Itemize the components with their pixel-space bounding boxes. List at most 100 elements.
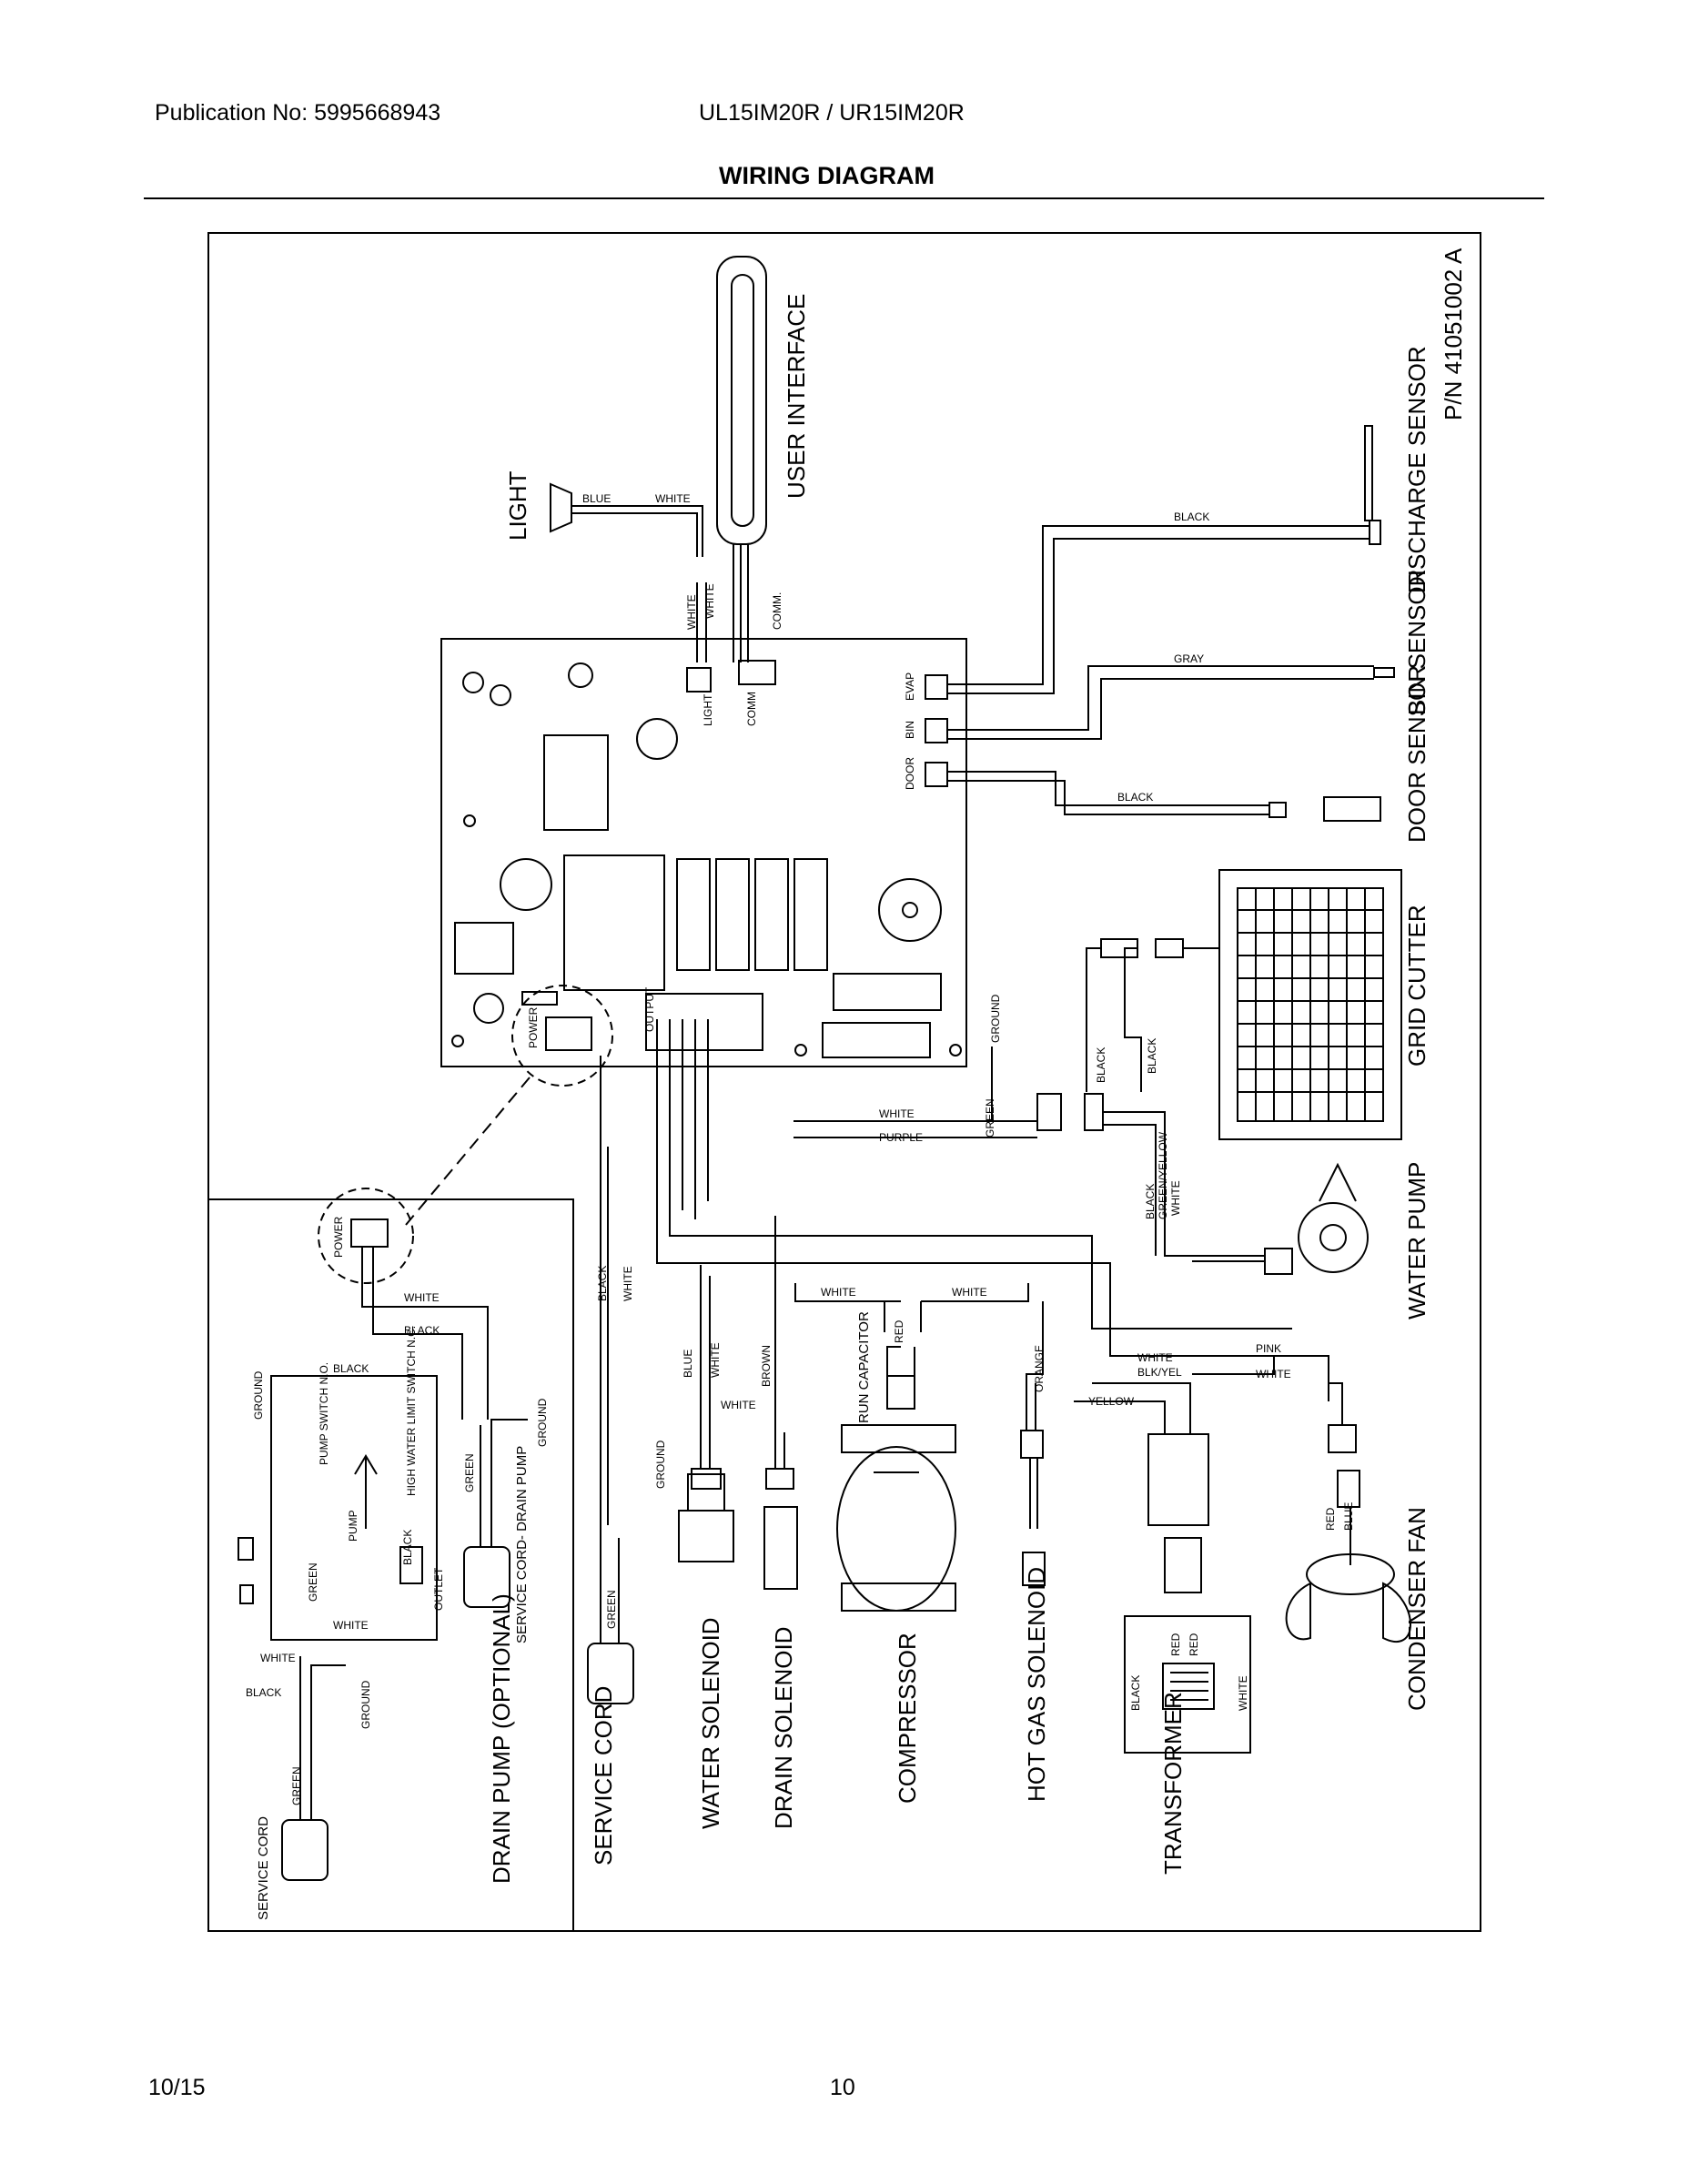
- wire-white-drain: WHITE: [721, 1399, 756, 1411]
- wire-white-cord: WHITE: [260, 1652, 296, 1664]
- wire-pink-fan: PINK: [1256, 1342, 1281, 1355]
- wire-white-ui-1: WHITE: [685, 594, 698, 630]
- ground-label-drain-cord: GROUND: [536, 1398, 549, 1447]
- wire-blkyel-trans: BLK/YEL: [1137, 1366, 1182, 1379]
- service-cords: [281, 1056, 634, 1881]
- wire-brown-solenoid: BROWN: [760, 1345, 773, 1387]
- diagram-labels: P/N 41051002 A USER INTERFACE LIGHT DISC…: [246, 248, 1467, 1920]
- wire-yellow-trans: YELLOW: [1088, 1395, 1135, 1408]
- diagram-frame: [207, 232, 1481, 1932]
- sensor-wiring: [947, 425, 1395, 822]
- wire-white-light: WHITE: [655, 492, 691, 505]
- wire-white-pump-top: WHITE: [404, 1291, 440, 1304]
- wire-white-trans: WHITE: [1137, 1351, 1173, 1364]
- wire-black-pump-frame: BLACK: [333, 1362, 369, 1375]
- callout-leader: [405, 1077, 531, 1226]
- wire-purple-harness: PURPLE: [879, 1131, 923, 1144]
- wire-white-ui-2: WHITE: [703, 583, 716, 619]
- wire-white-solenoid: WHITE: [709, 1342, 722, 1378]
- discharge-sensor-label: DISCHARGE SENSOR: [1403, 346, 1430, 593]
- user-interface-panel: [716, 256, 767, 662]
- ground-label-solenoid: GROUND: [654, 1440, 667, 1489]
- drain-pump-assembly: [238, 1188, 489, 1641]
- power-connector-label: POWER: [527, 1006, 540, 1048]
- wire-blue-fan: BLUE: [1342, 1502, 1355, 1531]
- drain-pump-label: DRAIN PUMP (OPTIONAL): [488, 1593, 515, 1884]
- wire-white-trans-2: WHITE: [1237, 1675, 1249, 1711]
- model-numbers: UL15IM20R / UR15IM20R: [699, 100, 965, 126]
- ground-label-pump: GROUND: [252, 1370, 265, 1420]
- wire-blue-solenoid: BLUE: [682, 1350, 694, 1378]
- wire-black-cord: BLACK: [246, 1686, 281, 1699]
- transformer: [1074, 1382, 1251, 1754]
- wire-red-fan: RED: [1324, 1507, 1337, 1531]
- water-solenoid: [678, 1265, 734, 1562]
- grid-cutter-label: GRID CUTTER: [1403, 905, 1430, 1067]
- drain-solenoid: [763, 1216, 798, 1590]
- wire-white-harness: WHITE: [879, 1107, 915, 1120]
- run-capacitor-label: RUN CAPACITOR: [856, 1311, 872, 1423]
- wire-white-fan: WHITE: [1256, 1368, 1291, 1380]
- wire-white-capacitor: WHITE: [821, 1286, 856, 1299]
- water-pump-label: WATER PUMP: [1403, 1162, 1430, 1320]
- outlet-label: OUTLET: [432, 1567, 445, 1611]
- evap-connector-label: EVAP: [904, 672, 916, 701]
- wire-white-main: WHITE: [622, 1266, 634, 1301]
- bin-sensor-label: BIN SENSOR: [1403, 570, 1430, 715]
- comm-wire-label: COMM.: [771, 592, 783, 630]
- wire-black-door: BLACK: [1117, 791, 1153, 804]
- wire-white-pump: WHITE: [1169, 1180, 1182, 1216]
- wire-green-yellow-pump: GREEN/YELLOW: [1157, 1131, 1169, 1219]
- wire-red-trans-1: RED: [1169, 1633, 1182, 1656]
- pump-label: PUMP: [347, 1510, 359, 1542]
- service-cord-label: SERVICE CORD: [590, 1686, 617, 1866]
- user-interface-label: USER INTERFACE: [783, 294, 810, 499]
- output-connector-label: OUTPUT: [643, 986, 656, 1032]
- part-number-label: P/N 41051002 A: [1440, 248, 1467, 420]
- compressor: [794, 1283, 1029, 1612]
- light-connector-label: LIGHT: [702, 693, 714, 726]
- bin-connector-label: BIN: [904, 721, 916, 739]
- board-dashed-callout: [511, 985, 613, 1087]
- high-water-switch-label: HIGH WATER LIMIT SWITCH N.C.: [405, 1326, 418, 1496]
- wire-red-capacitor: RED: [893, 1320, 905, 1343]
- comm-connector-label: COMM: [745, 692, 758, 726]
- wire-black-trans: BLACK: [1129, 1675, 1142, 1711]
- wire-black-pump: BLACK: [1144, 1184, 1157, 1219]
- pump-switch-label: PUMP SWITCH N.O.: [318, 1362, 330, 1465]
- page-title: WIRING DIAGRAM: [719, 162, 935, 189]
- hot-gas-solenoid: [1020, 1301, 1046, 1586]
- condenser-fan-label: CONDENSER FAN: [1403, 1507, 1430, 1711]
- hot-gas-solenoid-label: HOT GAS SOLENOID: [1023, 1567, 1050, 1802]
- wire-orange-hotgas: ORANGE: [1033, 1345, 1046, 1392]
- wire-gray-bin: GRAY: [1174, 652, 1204, 665]
- grid-cutter: [1086, 869, 1402, 1140]
- transformer-label: TRANSFORMER: [1159, 1692, 1187, 1875]
- wire-green-pump: GREEN: [307, 1562, 319, 1602]
- ground-label-cord: GROUND: [359, 1680, 372, 1729]
- wire-green-service-cord: GREEN: [605, 1590, 618, 1629]
- footer-date: 10/15: [148, 2075, 206, 2100]
- water-pump: [1264, 1162, 1369, 1275]
- main-harness: [656, 1019, 1329, 1401]
- wire-red-trans-2: RED: [1188, 1633, 1200, 1656]
- door-sensor-label: DOOR SENSOR: [1403, 665, 1430, 843]
- wire-black-grid-1: BLACK: [1095, 1047, 1107, 1083]
- power-connector-drain-label: POWER: [332, 1216, 345, 1258]
- light-assembly: [550, 482, 707, 662]
- wire-black-pump-top: BLACK: [404, 1324, 440, 1337]
- compressor-label: COMPRESSOR: [894, 1633, 921, 1804]
- ground-label-board: GROUND: [989, 994, 1002, 1043]
- service-cord-drain-pump-label: SERVICE CORD- DRAIN PUMP: [514, 1446, 530, 1643]
- wire-black-grid-2: BLACK: [1146, 1038, 1158, 1074]
- publication-number: Publication No: 5995668943: [155, 100, 441, 126]
- water-solenoid-label: WATER SOLENOID: [697, 1617, 724, 1829]
- page-number: 10: [830, 2075, 855, 2100]
- wire-green-board: GREEN: [984, 1098, 996, 1138]
- wire-blue-light: BLUE: [582, 492, 611, 505]
- condenser-fan: [1192, 1355, 1411, 1643]
- wire-white-pump-frame: WHITE: [333, 1619, 369, 1632]
- wire-green-small-cord: GREEN: [290, 1766, 303, 1805]
- drain-solenoid-label: DRAIN SOLENOID: [770, 1627, 797, 1830]
